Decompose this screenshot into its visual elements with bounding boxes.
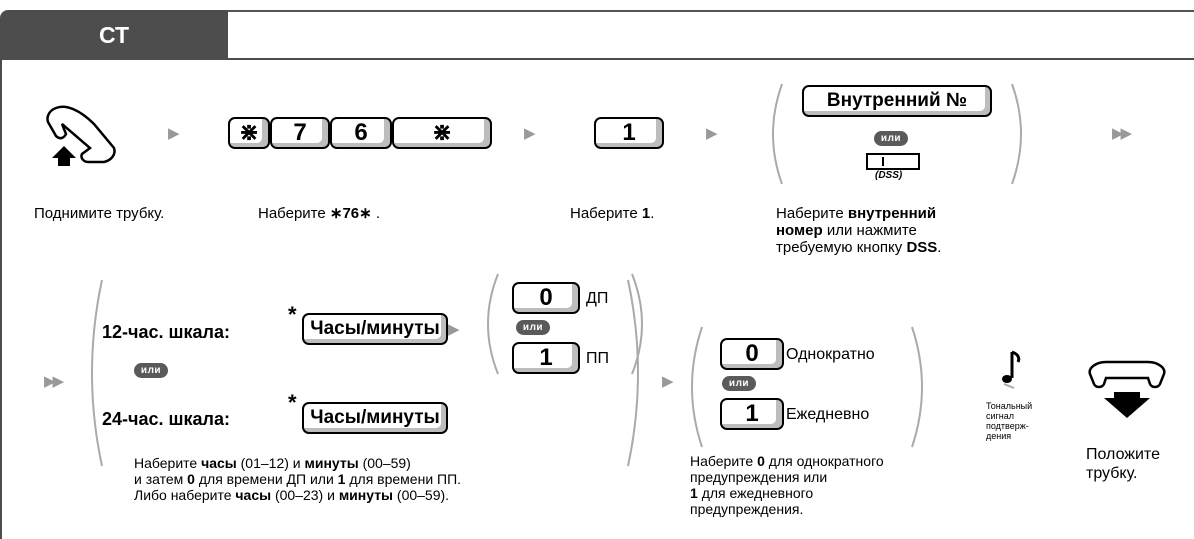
close-paren	[911, 326, 923, 448]
hours-minutes-button[interactable]: Часы/минуты	[302, 313, 448, 345]
dial-one-label: Наберите 1.	[570, 205, 655, 222]
key-1-pm[interactable]: 1	[512, 342, 580, 374]
time-instruction: Наберите часы (01–12) и минуты (00–59) и…	[134, 455, 462, 503]
arrow-icon: ▶	[524, 125, 536, 142]
close-paren	[1011, 83, 1022, 185]
arrow-icon: ▶	[168, 125, 180, 142]
dss-label: (DSS)	[875, 170, 903, 181]
open-paren	[487, 273, 499, 375]
open-paren	[772, 83, 783, 185]
handset-lift-icon	[46, 105, 116, 166]
double-arrow-icon: ▶▶	[1112, 125, 1132, 142]
tone-label: Тональный сигнал подтверж-дения	[986, 401, 1033, 441]
double-arrow-icon: ▶▶	[44, 373, 64, 390]
tab-ct: СТ	[0, 10, 228, 60]
arrow-icon: ▶	[706, 125, 718, 142]
repeat-instruction: Наберите 0 для однократного предупрежден…	[690, 453, 884, 517]
divider	[228, 10, 1194, 12]
key-star[interactable]: ⋇	[228, 117, 270, 149]
divider	[0, 58, 1194, 60]
key-6[interactable]: 6	[330, 117, 392, 149]
tab-label: СТ	[98, 22, 130, 48]
lift-handset-label: Поднимите трубку.	[34, 205, 165, 222]
key-star[interactable]: ⋇	[392, 117, 492, 149]
daily-label: Ежедневно	[786, 406, 870, 423]
pm-label: ПП	[586, 350, 609, 367]
close-paren	[631, 273, 643, 375]
or-badge: или	[722, 376, 756, 391]
extension-number-button[interactable]: Внутренний №	[802, 85, 992, 117]
hours-minutes-button[interactable]: Часы/минуты	[302, 402, 448, 434]
header-frame: СТ	[0, 0, 1194, 60]
key-1[interactable]: 1	[594, 117, 664, 149]
open-paren	[91, 279, 103, 467]
handset-hang-up-icon	[1088, 360, 1166, 418]
or-badge: или	[134, 363, 168, 378]
scale24-label: 24-час. шкала:	[102, 409, 230, 429]
divider	[0, 58, 2, 539]
dial-code-label: Наберите ∗76∗ .	[258, 205, 381, 222]
dss-button[interactable]	[866, 153, 920, 170]
key-0-am[interactable]: 0	[512, 282, 580, 314]
arrow-icon: ▶	[448, 321, 460, 338]
hang-up-label: Положите трубку.	[1086, 446, 1160, 482]
asterisk: *	[288, 390, 297, 415]
or-badge: или	[516, 320, 550, 335]
open-paren	[691, 326, 703, 448]
am-label: ДП	[586, 290, 609, 307]
once-label: Однократно	[786, 346, 875, 363]
key-0-once[interactable]: 0	[720, 338, 784, 370]
or-badge: или	[874, 131, 908, 146]
key-7[interactable]: 7	[270, 117, 330, 149]
tone-icon	[1002, 350, 1021, 389]
extension-instruction: Наберите внутренний номер или нажмите тр…	[776, 205, 942, 256]
arrow-icon: ▶	[662, 373, 674, 390]
asterisk: *	[288, 302, 297, 327]
key-1-daily[interactable]: 1	[720, 398, 784, 430]
close-paren	[627, 279, 639, 467]
scale12-label: 12-час. шкала:	[102, 322, 230, 342]
